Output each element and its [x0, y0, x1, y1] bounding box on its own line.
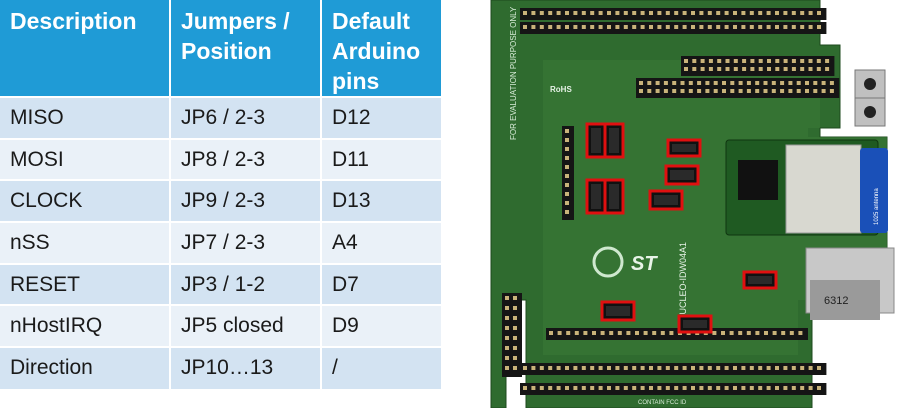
- left-header: [562, 126, 574, 220]
- header-default-arduino-pins: Default Arduino pins: [321, 0, 441, 97]
- jumper-cap: [748, 276, 772, 284]
- jumper-cap: [670, 170, 694, 180]
- st-logo-ring: [592, 246, 624, 278]
- jumper-cap: [654, 195, 678, 205]
- cell-description: MISO: [0, 96, 171, 139]
- board-image: ST FOR EVALUATION PURPOSE ONLY X-NUCLEO-…: [490, 0, 895, 408]
- morpho-header: [636, 78, 840, 98]
- antenna: [860, 148, 888, 233]
- table-row: Direction JP10…13 /: [0, 346, 441, 389]
- antenna-label: 1025 antenna: [874, 188, 880, 225]
- cell-jumper: JP7 / 2-3: [170, 221, 322, 264]
- cell-description: nSS: [0, 221, 171, 264]
- cell-jumper: JP10…13: [170, 346, 322, 389]
- top-pin-row: [520, 8, 827, 20]
- cell-jumper: JP9 / 2-3: [170, 179, 322, 223]
- cell-pin: D11: [321, 137, 441, 181]
- brand-logo: ST: [631, 253, 658, 275]
- table-row: nSS JP7 / 2-3 A4: [0, 221, 441, 264]
- header-jumpers-position: Jumpers / Position: [170, 0, 322, 97]
- bottom-pin-row-2: [520, 383, 827, 395]
- cell-pin: D9: [321, 304, 441, 348]
- table-row: nHostIRQ JP5 closed D9: [0, 304, 441, 348]
- button-cap-1: [864, 78, 876, 90]
- table-header-row: Description Jumpers / Position Default A…: [0, 0, 441, 97]
- jumper-cap: [591, 128, 601, 153]
- arduino-header-bottom: [546, 328, 808, 340]
- jumper-cap: [672, 144, 696, 152]
- sd-card: [810, 280, 880, 320]
- table-row: RESET JP3 / 1-2 D7: [0, 262, 441, 306]
- jumper-cap: [683, 320, 707, 328]
- cell-pin: D7: [321, 262, 441, 306]
- table-row: MOSI JP8 / 2-3 D11: [0, 137, 441, 181]
- chip: [738, 160, 778, 200]
- header-description: Description: [0, 0, 171, 97]
- jumper-table: Description Jumpers / Position Default A…: [0, 0, 441, 389]
- top-pin-row-2: [520, 22, 827, 34]
- jumper-cap: [609, 184, 619, 209]
- silkscreen-eval: FOR EVALUATION PURPOSE ONLY: [509, 6, 518, 140]
- arduino-header-top: [681, 56, 835, 76]
- cell-jumper: JP6 / 2-3: [170, 96, 322, 139]
- jumper-highlights: [585, 122, 778, 334]
- cell-description: Direction: [0, 346, 171, 389]
- button-cap-2: [864, 106, 876, 118]
- jumper-cap: [609, 128, 619, 153]
- cell-description: RESET: [0, 262, 171, 306]
- bottom-silkscreen: CONTAIN FCC ID: [638, 400, 687, 406]
- sd-label: 6312: [824, 295, 848, 307]
- table-row: MISO JP6 / 2-3 D12: [0, 96, 441, 139]
- header-pins: [502, 8, 840, 395]
- cell-jumper: JP3 / 1-2: [170, 262, 322, 306]
- wifi-shield: [785, 144, 862, 234]
- cell-description: MOSI: [0, 137, 171, 181]
- rohs-label: RoHS: [550, 85, 572, 94]
- cell-pin: A4: [321, 221, 441, 264]
- bottom-pin-row: [520, 363, 827, 375]
- cell-pin: /: [321, 346, 441, 389]
- silkscreen-name: X-NUCLEO-IDW04A1: [678, 242, 688, 330]
- cell-description: nHostIRQ: [0, 304, 171, 348]
- board-photo: ST FOR EVALUATION PURPOSE ONLY X-NUCLEO-…: [488, 0, 897, 408]
- pcb-inner: [543, 60, 887, 355]
- jumper-cap: [591, 184, 601, 209]
- cell-pin: D13: [321, 179, 441, 223]
- cell-jumper: JP8 / 2-3: [170, 137, 322, 181]
- jumper-cap: [606, 306, 630, 316]
- cell-pin: D12: [321, 96, 441, 139]
- cell-description: CLOCK: [0, 179, 171, 223]
- table-row: CLOCK JP9 / 2-3 D13: [0, 179, 441, 223]
- cell-jumper: JP5 closed: [170, 304, 322, 348]
- left-connector: [502, 293, 522, 377]
